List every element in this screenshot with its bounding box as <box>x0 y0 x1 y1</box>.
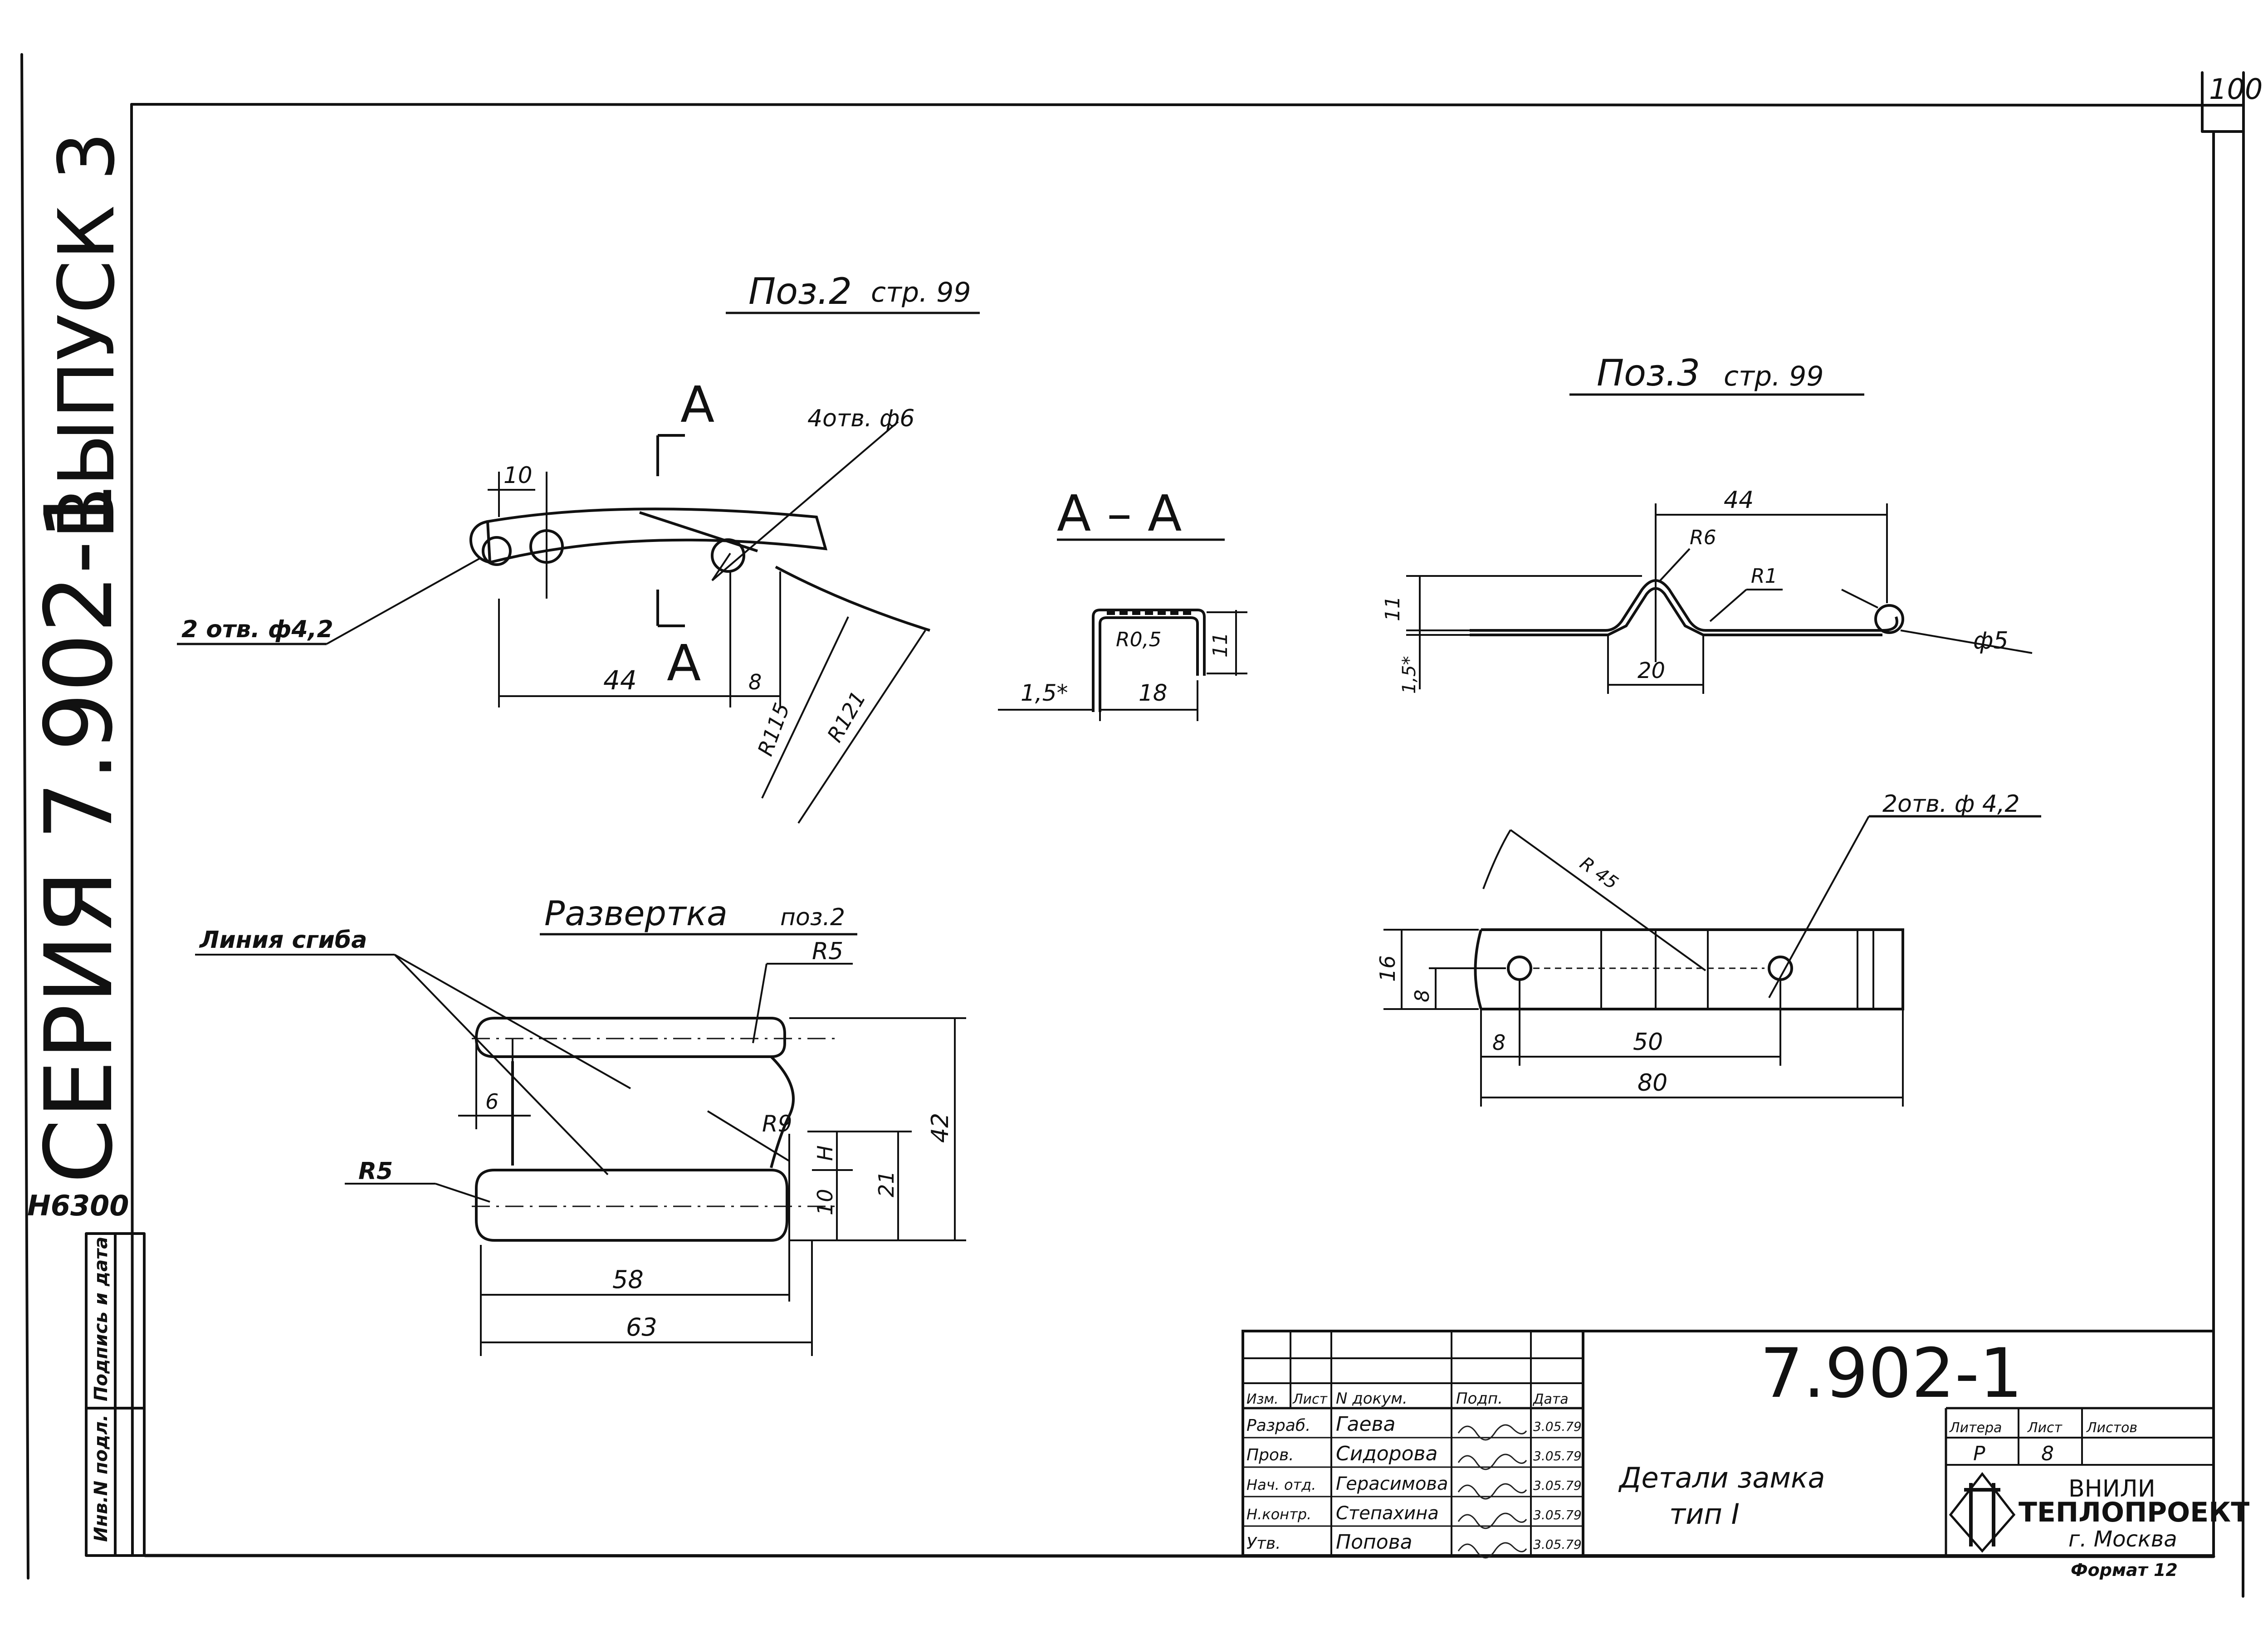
section-aa-dim-15: 1,5* <box>1021 680 1068 706</box>
tb-date-4: 3.05.79 <box>1533 1507 1582 1522</box>
tb-date-2: 3.05.79 <box>1533 1449 1582 1463</box>
signatures <box>1457 1424 1527 1559</box>
tb-date-5: 3.05.79 <box>1533 1537 1582 1552</box>
sheet-format: Формат 12 <box>2071 1560 2178 1580</box>
pos2-dim-44: 44 <box>603 665 637 696</box>
tb-h-izm: Изм. <box>1246 1391 1279 1407</box>
tb-name-row-5: Попова <box>1336 1531 1413 1554</box>
razvertka-dim-10: 10 <box>813 1189 837 1215</box>
pos3-plan-dim-8: 8 <box>1492 1030 1505 1055</box>
tb-org-3: г. Москва <box>2068 1527 2177 1552</box>
razvertka-title: Развертка <box>544 893 728 933</box>
pos3-dim-11: 11 <box>1381 596 1404 621</box>
razvertka-view: Развертка поз.2 Линия сгиба <box>195 893 966 1356</box>
razvertka-pos: поз.2 <box>780 904 845 931</box>
pos3-title: Поз.3 <box>1597 352 1700 394</box>
inv-label: Инв.N подл. <box>91 1415 112 1542</box>
section-aa-title: А – А <box>1057 484 1182 542</box>
tb-date-3: 3.05.79 <box>1533 1478 1582 1493</box>
pos2-r121: R121 <box>822 687 871 746</box>
tb-litera-v: Р <box>1973 1442 1985 1465</box>
pos2-holes2: 2 отв. ф4,2 <box>181 616 333 643</box>
tb-h-list: Лист <box>1292 1391 1328 1407</box>
side-code: Н6300 <box>27 1189 129 1222</box>
pos3-view: Поз.3 стр. 99 44 R6 R1 11 1,5* <box>1381 352 2033 694</box>
pos3-plan-dim-8v: 8 <box>1411 990 1434 1002</box>
razvertka-dim-H: Н <box>813 1145 837 1161</box>
tb-name-row-3: Герасимова <box>1336 1473 1448 1494</box>
pos2-section-top: A <box>680 376 714 434</box>
tb-litera-h: Литера <box>1949 1420 2002 1436</box>
tb-h-date: Дата <box>1532 1391 1569 1407</box>
razvertka-r5-left: R5 <box>358 1158 393 1185</box>
pos2-holes4: 4отв. ф6 <box>807 405 914 432</box>
series-title: СЕРИЯ 7.902-1 <box>25 481 133 1184</box>
pos3-plan-dim-80: 80 <box>1637 1069 1667 1097</box>
pos3-d5: ф5 <box>1973 627 2009 654</box>
section-aa-r: R0,5 <box>1116 628 1162 651</box>
section-aa-dim-11: 11 <box>1209 632 1232 658</box>
tb-listov-h: Листов <box>2086 1420 2137 1436</box>
tb-h-doc: N докум. <box>1336 1390 1408 1408</box>
title-block: 7.902-1 Детали замка тип I Изм. Лист N д… <box>1242 1330 2249 1580</box>
pos3-plan-dim-16: 16 <box>1375 955 1400 982</box>
tb-org-2: ТЕПЛОПРОЕКТ <box>2019 1497 2249 1528</box>
razvertka-dim-63: 63 <box>626 1313 657 1341</box>
section-aa-view: А – А R0,5 11 1,5* 18 <box>998 484 1247 721</box>
tb-role-5: Утв. <box>1246 1534 1281 1553</box>
tb-role-2: Пров. <box>1246 1446 1294 1464</box>
razvertka-dim-21: 21 <box>874 1171 899 1197</box>
tb-designation: 7.902-1 <box>1760 1334 2023 1413</box>
pos3-dim-20: 20 <box>1637 658 1665 683</box>
tb-date-1: 3.05.79 <box>1533 1419 1582 1434</box>
tb-name-1: Детали замка <box>1618 1461 1825 1494</box>
pos3-plan-r45: R 45 <box>1576 853 1622 894</box>
issue-title: ВЫПУСК 3 <box>42 132 132 540</box>
tb-role-3: Нач. отд. <box>1246 1476 1316 1493</box>
sign-label: Подпись и дата <box>91 1237 112 1401</box>
pos2-section-bottom: A <box>667 634 701 692</box>
tb-role-1: Разраб. <box>1246 1416 1310 1435</box>
pos3-r6: R6 <box>1690 526 1716 549</box>
tb-list-v: 8 <box>2041 1442 2054 1465</box>
tb-h-sign: Подп. <box>1456 1390 1503 1408</box>
tb-org-1: ВНИЛИ <box>2068 1475 2156 1502</box>
section-aa-dim-18: 18 <box>1139 680 1168 706</box>
pos3-plan-holes: 2отв. ф 4,2 <box>1882 790 2020 818</box>
tb-name-2: тип I <box>1669 1497 1740 1531</box>
razvertka-dim-42: 42 <box>927 1113 954 1143</box>
pos3-plan-dim-50: 50 <box>1633 1029 1663 1056</box>
pos3-ref: стр. 99 <box>1724 361 1824 392</box>
tb-name-row-1: Гаева <box>1336 1413 1395 1436</box>
pos2-dim-8: 8 <box>748 670 762 694</box>
pos2-dim-10: 10 <box>503 462 533 488</box>
razvertka-dim-6: 6 <box>485 1089 499 1114</box>
razvertka-r5-top: R5 <box>812 938 843 965</box>
razvertka-r9: R9 <box>762 1111 792 1137</box>
razvertka-dim-58: 58 <box>612 1265 644 1294</box>
tb-name-row-2: Сидорова <box>1336 1442 1437 1465</box>
pos2-title: Поз.2 <box>748 270 852 312</box>
pos3-dim-15: 1,5* <box>1399 656 1420 694</box>
pos3-plan-view: 2отв. ф 4,2 R 45 16 8 8 50 80 <box>1375 790 2041 1107</box>
pos3-r1: R1 <box>1751 565 1778 588</box>
tb-role-4: Н.контр. <box>1246 1506 1311 1523</box>
page-number: 100 <box>2209 73 2263 106</box>
tb-list-h: Лист <box>2027 1420 2063 1436</box>
pos2-ref: стр. 99 <box>871 277 971 308</box>
tb-name-row-4: Степахина <box>1336 1503 1439 1524</box>
pos3-dim-44: 44 <box>1724 487 1754 514</box>
pos2-view: Поз.2 стр. 99 A A 4отв. ф6 2 отв. ф4,2 1… <box>177 270 980 824</box>
bend-line-label: Линия сгиба <box>199 927 367 954</box>
pos2-r115: R115 <box>753 700 795 759</box>
